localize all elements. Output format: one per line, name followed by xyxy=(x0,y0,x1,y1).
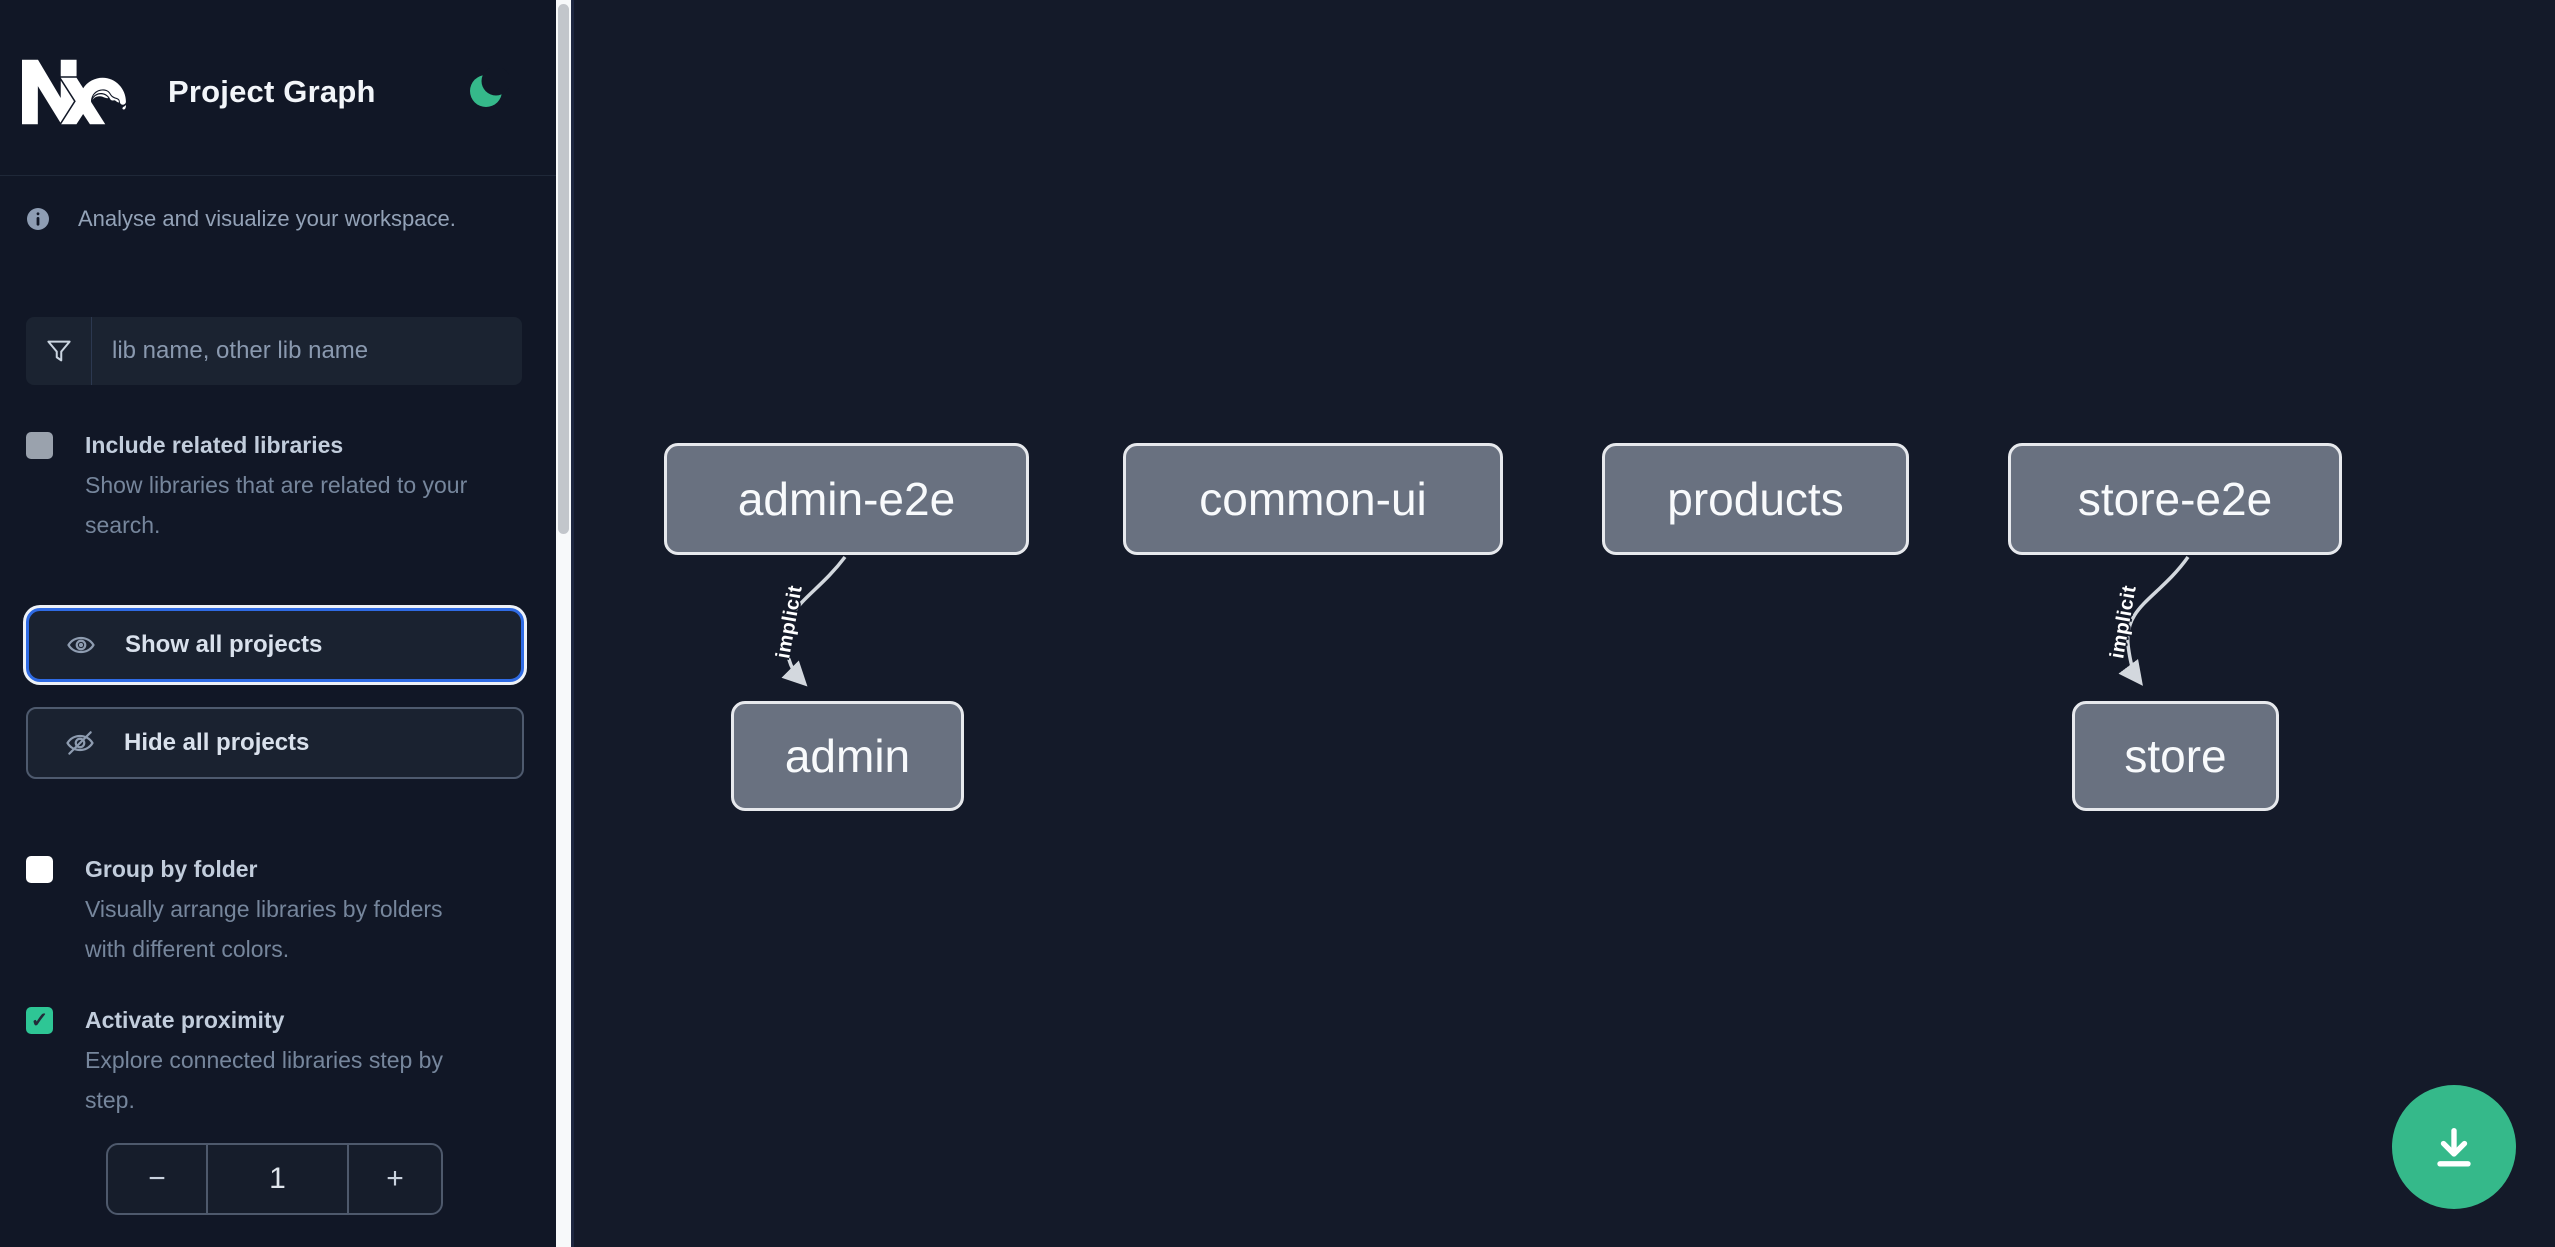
page-title: Project Graph xyxy=(168,74,376,109)
theme-toggle-button[interactable] xyxy=(464,66,512,114)
node-label: admin xyxy=(784,730,911,782)
sidebar: Project Graph Analyse and visualize your… xyxy=(0,0,557,1247)
download-image-button[interactable] xyxy=(2392,1085,2516,1209)
toggle-description: Show libraries that are related to your … xyxy=(85,472,468,538)
graph-canvas[interactable]: admin-e2e common-ui products store-e2e a… xyxy=(571,0,2555,1247)
eye-off-icon xyxy=(62,728,98,758)
decrement-button[interactable]: − xyxy=(108,1145,206,1213)
node-label: common-ui xyxy=(1199,473,1427,525)
toggle-label: Activate proximity xyxy=(85,1007,285,1033)
node-label: store-e2e xyxy=(2077,473,2273,525)
proximity-depth-stepper: − 1 + xyxy=(106,1143,443,1215)
show-all-projects-label: Show all projects xyxy=(125,631,323,658)
stepper-value: 1 xyxy=(206,1145,349,1213)
project-node-store[interactable]: store xyxy=(2072,701,2279,811)
nx-logo-icon xyxy=(22,59,126,125)
activate-proximity-checkbox[interactable]: ✓ xyxy=(26,1007,53,1034)
include-related-libraries-checkbox[interactable] xyxy=(26,432,53,459)
node-label: store xyxy=(2124,730,2227,782)
app-header: Project Graph xyxy=(0,0,557,176)
toggle-description: Visually arrange libraries by folders wi… xyxy=(85,896,443,962)
sidebar-scrollbar xyxy=(556,0,571,1247)
edge-store-e2e-to-store xyxy=(2118,555,2190,686)
hide-all-projects-label: Hide all projects xyxy=(124,729,310,756)
checkmark-icon: ✓ xyxy=(30,1009,49,1032)
moon-icon xyxy=(470,66,511,107)
edge-label-implicit: implicit xyxy=(2106,583,2141,661)
toggle-label: Include related libraries xyxy=(85,432,344,458)
project-node-store-e2e[interactable]: store-e2e xyxy=(2008,443,2342,555)
group-by-folder-block: Group by folder Visually arrange librari… xyxy=(26,851,526,969)
tagline-text: Analyse and visualize your workspace. xyxy=(78,206,456,231)
project-node-admin[interactable]: admin xyxy=(731,701,964,811)
toggle-description: Explore connected libraries step by step… xyxy=(85,1047,443,1113)
info-icon xyxy=(27,208,49,230)
eye-icon xyxy=(63,630,99,660)
node-label: products xyxy=(1667,473,1844,525)
filter-search-box xyxy=(26,317,522,385)
filter-funnel-icon xyxy=(46,340,71,362)
activate-proximity-block: ✓ Activate proximity Explore connected l… xyxy=(26,1002,526,1120)
node-label: admin-e2e xyxy=(737,473,956,525)
project-node-products[interactable]: products xyxy=(1602,443,1909,555)
project-node-common-ui[interactable]: common-ui xyxy=(1123,443,1503,555)
project-node-admin-e2e[interactable]: admin-e2e xyxy=(664,443,1029,555)
group-by-folder-checkbox[interactable] xyxy=(26,856,53,883)
dependency-edges xyxy=(781,555,2190,687)
increment-button[interactable]: + xyxy=(349,1145,441,1213)
download-icon xyxy=(2437,1127,2471,1167)
funnel-icon-cell xyxy=(26,317,92,385)
search-input[interactable] xyxy=(92,317,522,385)
show-all-projects-button[interactable]: Show all projects xyxy=(26,608,524,682)
include-related-libraries-block: Include related libraries Show libraries… xyxy=(26,427,526,545)
toggle-label: Group by folder xyxy=(85,856,258,882)
hide-all-projects-button[interactable]: Hide all projects xyxy=(26,707,524,779)
edge-label-implicit: implicit xyxy=(772,583,807,661)
sidebar-scrollbar-thumb[interactable] xyxy=(558,4,569,534)
